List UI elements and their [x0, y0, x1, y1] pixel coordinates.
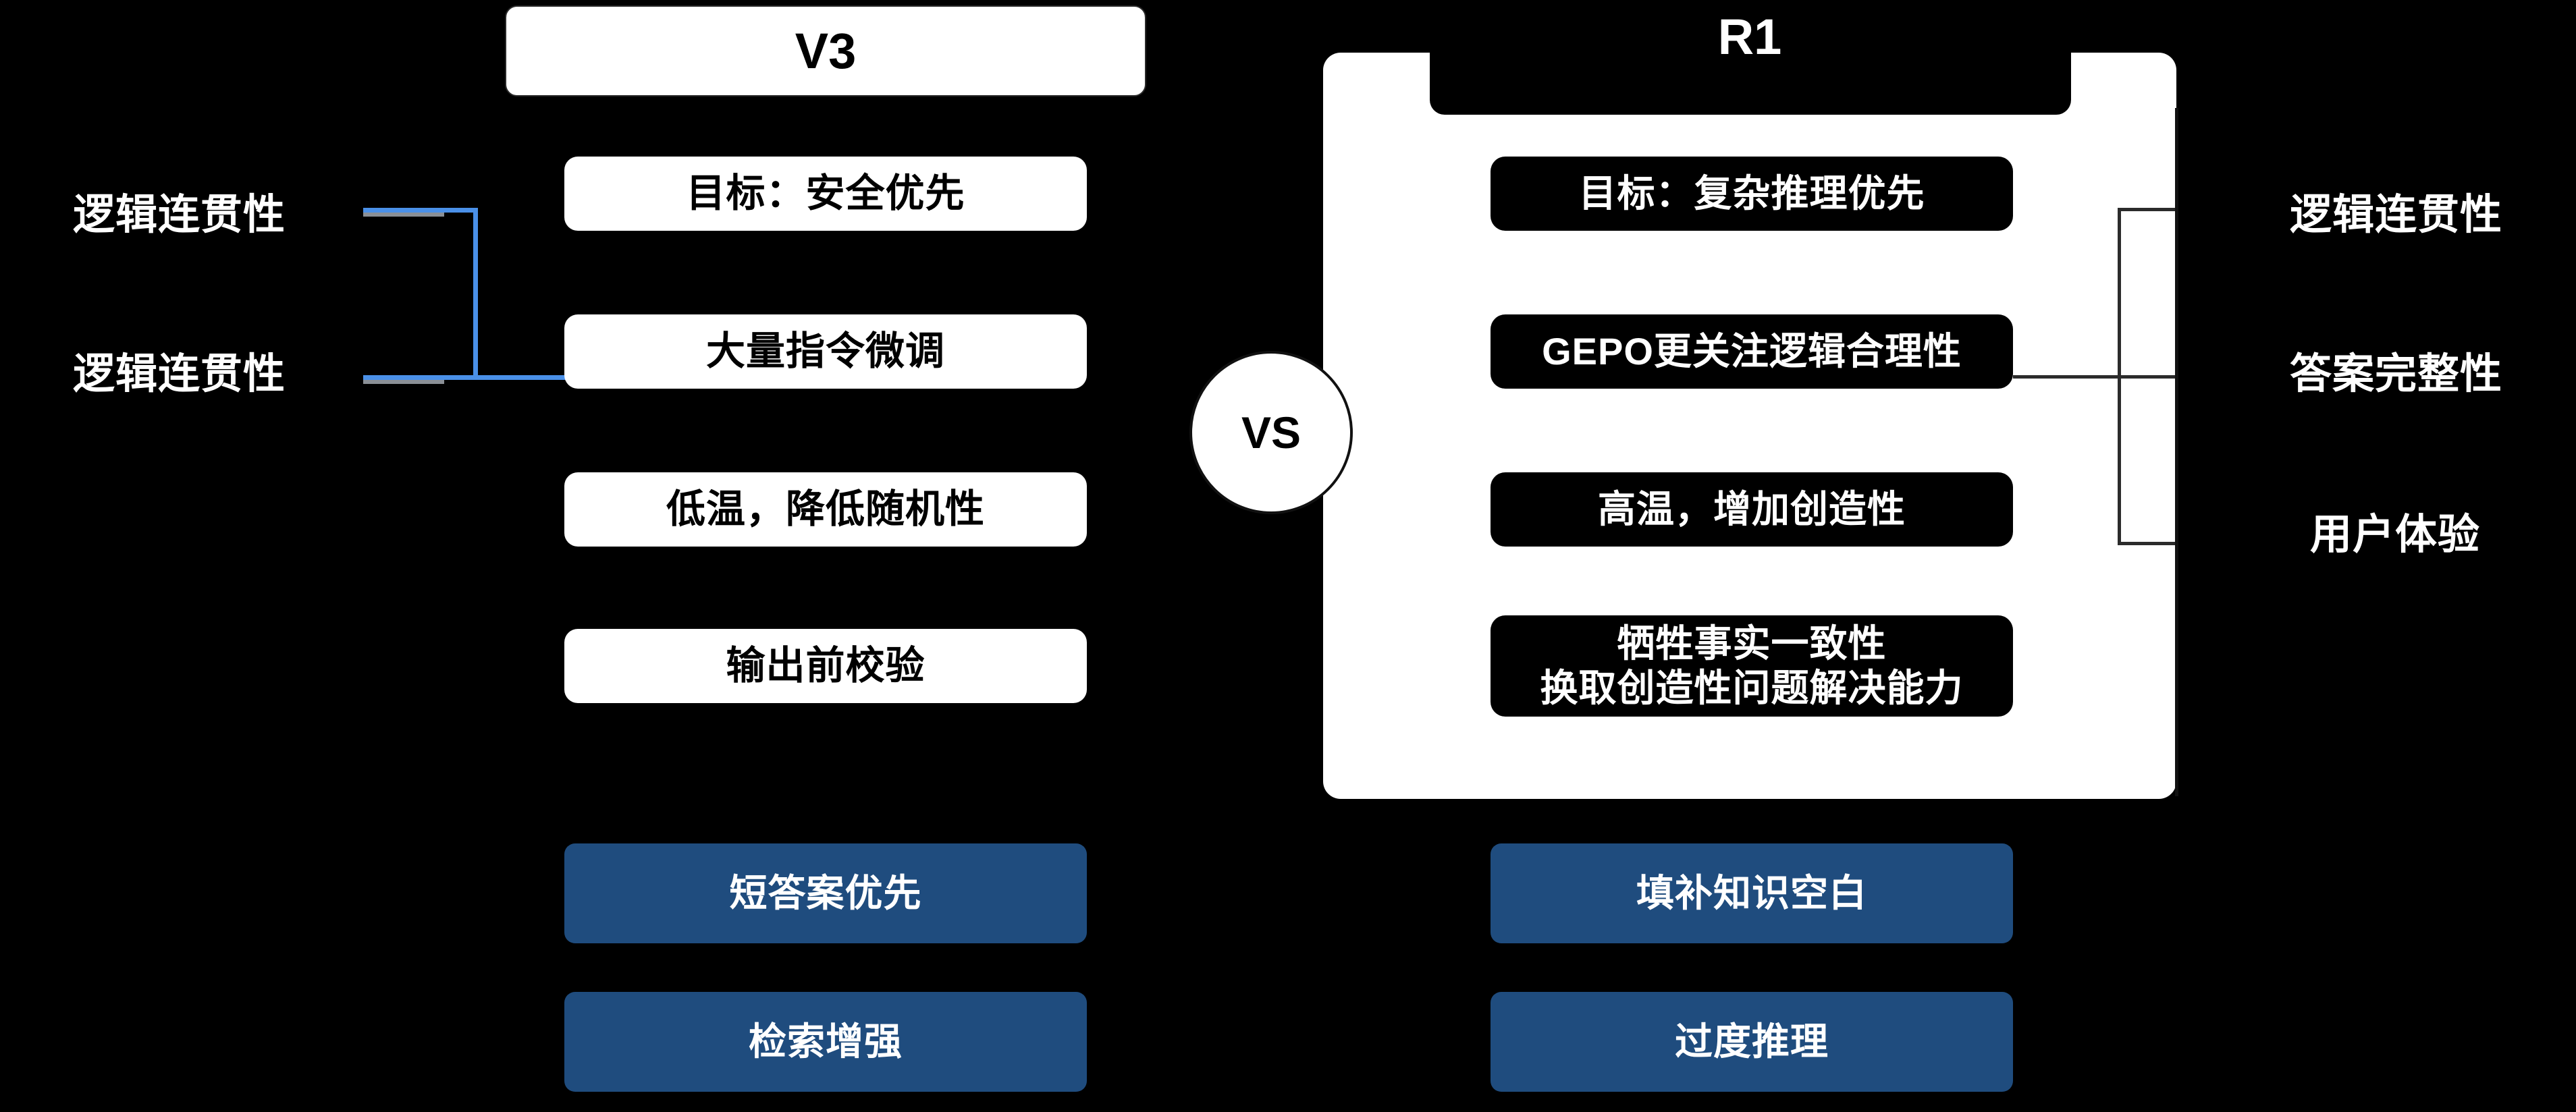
- left-label-1: 逻辑连贯性: [73, 192, 286, 238]
- v3-card-3-label: 低温，降低随机性: [666, 486, 985, 531]
- r1-title-notch: [1430, 53, 2071, 115]
- right-label-2: 答案完整性: [2290, 351, 2503, 397]
- v3-card-4-label: 输出前校验: [726, 643, 925, 688]
- left-connector-horizontal-1: [363, 208, 478, 213]
- r1-card-4[interactable]: 牺牲事实一致性 换取创造性问题解决能力: [1491, 615, 2013, 717]
- v3-card-1[interactable]: 目标：安全优先: [564, 157, 1087, 231]
- right-label-3: 用户体验: [2310, 511, 2481, 558]
- r1-card-4-label: 牺牲事实一致性 换取创造性问题解决能力: [1531, 621, 1973, 711]
- v3-card-1-label: 目标：安全优先: [686, 171, 965, 215]
- v3-card-2-label: 大量指令微调: [705, 329, 945, 373]
- r1-card-2-line1: GEPO更关注逻辑合理性: [1542, 329, 1962, 372]
- r1-blue-card-2-label: 过度推理: [1675, 1020, 1829, 1063]
- r1-card-4-line1: 牺牲事实一致性: [1617, 621, 1887, 665]
- r1-card-1[interactable]: 目标：复杂推理优先: [1491, 157, 2013, 231]
- r1-card-2-label: GEPO更关注逻辑合理性: [1532, 329, 1971, 374]
- r1-blue-card-1[interactable]: 填补知识空白: [1491, 843, 2013, 943]
- v3-card-3[interactable]: 低温，降低随机性: [564, 472, 1087, 547]
- r1-blue-card-1-label: 填补知识空白: [1636, 872, 1867, 914]
- r1-card-2[interactable]: GEPO更关注逻辑合理性: [1491, 314, 2013, 389]
- r1-card-3-line1: 高温，增加创造性: [1598, 487, 1906, 530]
- left-label-2: 逻辑连贯性: [73, 351, 286, 397]
- left-connector-stub-1: [363, 212, 444, 217]
- r1-card-1-line1: 目标：复杂推理优先: [1578, 171, 1925, 215]
- left-connector-vertical: [473, 208, 478, 379]
- r1-title-label: R1: [1717, 9, 1782, 65]
- r1-card-3[interactable]: 高温，增加创造性: [1491, 472, 2013, 547]
- v3-title-box: V3: [505, 5, 1146, 96]
- v3-card-4[interactable]: 输出前校验: [564, 629, 1087, 703]
- right-panel-edge-line: [2175, 108, 2178, 796]
- v3-blue-card-2[interactable]: 检索增强: [564, 992, 1087, 1092]
- r1-blue-card-2[interactable]: 过度推理: [1491, 992, 2013, 1092]
- v3-blue-card-1-label: 短答案优先: [729, 872, 922, 914]
- right-connector-horizontal-bottom: [2118, 542, 2177, 545]
- r1-card-1-label: 目标：复杂推理优先: [1569, 171, 1935, 216]
- r1-card-3-label: 高温，增加创造性: [1588, 487, 1915, 532]
- r1-card-4-line2: 换取创造性问题解决能力: [1540, 667, 1964, 709]
- right-connector-horizontal-middle: [2013, 375, 2177, 379]
- vs-badge: VS: [1189, 351, 1353, 514]
- left-connector-stub-2: [363, 379, 444, 384]
- right-connector-horizontal-top: [2118, 208, 2177, 211]
- v3-blue-card-1[interactable]: 短答案优先: [564, 843, 1087, 943]
- left-connector-horizontal-2: [363, 375, 566, 380]
- right-label-1: 逻辑连贯性: [2290, 192, 2503, 238]
- v3-title-label: V3: [795, 22, 857, 79]
- v3-blue-card-2-label: 检索增强: [749, 1020, 903, 1063]
- vs-badge-label: VS: [1241, 408, 1302, 457]
- v3-card-2[interactable]: 大量指令微调: [564, 314, 1087, 389]
